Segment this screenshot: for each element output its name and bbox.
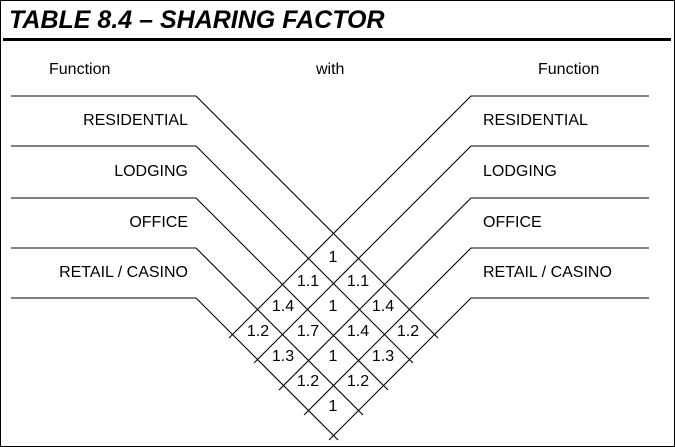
matrix-cell-r3c2: 1: [328, 298, 338, 315]
title-underline: [3, 38, 671, 41]
matrix-cell-r4c4: 1.2: [396, 323, 420, 340]
matrix-cell-r5c1: 1.3: [271, 348, 295, 365]
row-label-left-retail-casino: RETAIL / CASINO: [59, 264, 188, 281]
left-rule-3: [11, 247, 282, 334]
matrix-cell-r6c2: 1.2: [346, 373, 370, 390]
row-label-right-residential: RESIDENTIAL: [483, 112, 588, 129]
row-label-left-lodging: LODGING: [114, 163, 188, 180]
page-title: TABLE 8.4 – SHARING FACTOR: [9, 6, 385, 34]
matrix-cell-r1c1: 1: [328, 249, 338, 266]
matrix-cell-r2c1: 1.1: [296, 273, 320, 290]
column-header-left: Function: [49, 61, 111, 78]
matrix-cell-r4c1: 1.2: [246, 323, 270, 340]
row-label-left-office: OFFICE: [129, 214, 188, 231]
column-header-right: Function: [538, 61, 600, 78]
matrix-cell-r4c3: 1.4: [346, 323, 370, 340]
column-header-middle: with: [316, 61, 345, 78]
right-rule-3: [385, 247, 649, 334]
row-label-left-residential: RESIDENTIAL: [83, 112, 188, 129]
right-rule-4: [410, 297, 649, 359]
row-label-right-retail-casino: RETAIL / CASINO: [483, 264, 612, 281]
matrix-cell-r6c1: 1.2: [296, 373, 320, 390]
matrix-cell-r3c3: 1.4: [371, 298, 395, 315]
row-label-right-lodging: LODGING: [483, 163, 557, 180]
matrix-cell-r5c2: 1: [328, 348, 338, 365]
left-rule-4: [11, 297, 257, 359]
matrix-cell-r5c3: 1.3: [371, 348, 395, 365]
matrix-cell-r2c2: 1.1: [346, 273, 370, 290]
matrix-cell-r4c2: 1.7: [296, 323, 320, 340]
matrix-cell-r7c1: 1: [328, 398, 338, 415]
matrix-cell-r3c1: 1.4: [271, 298, 295, 315]
row-label-right-office: OFFICE: [483, 214, 542, 231]
